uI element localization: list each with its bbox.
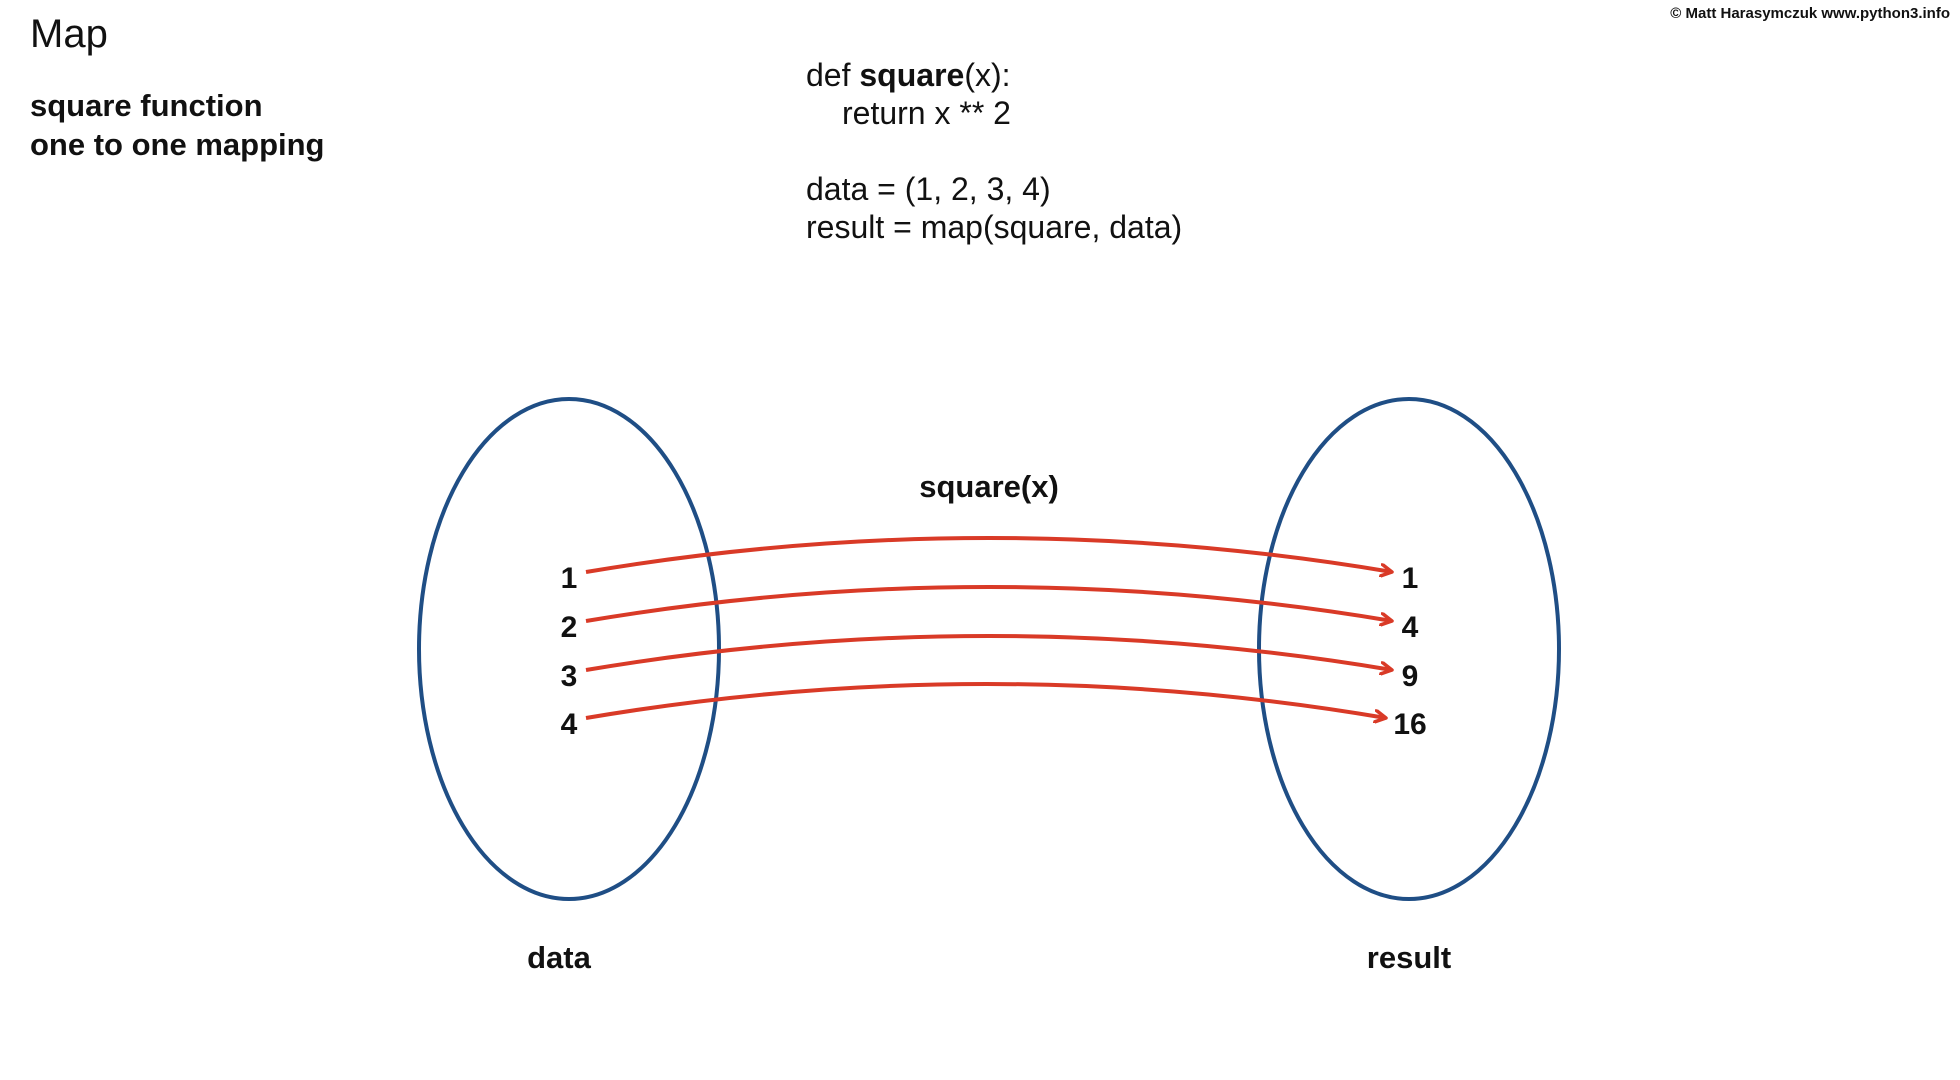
mapping-arrow	[585, 682, 1386, 718]
code-line-return: return x ** 2	[842, 95, 1011, 131]
code-line-def: def square(x):	[806, 56, 1182, 94]
subtitle: square function one to one mapping	[30, 86, 325, 164]
code-function-name: square	[859, 57, 965, 93]
mapping-arrow	[585, 536, 1392, 572]
input-set-label: data	[527, 940, 592, 975]
code-def-keyword: def	[806, 57, 860, 93]
subtitle-line-1: square function	[30, 88, 263, 123]
output-set-label: result	[1367, 940, 1451, 975]
mapping-arrow	[585, 585, 1392, 621]
code-def-params: (x):	[964, 57, 1011, 93]
output-value: 4	[1402, 611, 1419, 644]
page-title: Map	[30, 12, 108, 56]
output-value: 16	[1393, 708, 1426, 741]
input-set-ellipse	[417, 397, 721, 901]
output-set-ellipse	[1257, 397, 1561, 901]
subtitle-line-2: one to one mapping	[30, 127, 325, 162]
function-label: square(x)	[919, 469, 1059, 504]
code-block: def square(x): return x ** 2 data = (1, …	[806, 56, 1182, 246]
code-line-result: result = map(square, data)	[806, 209, 1183, 245]
code-line-data: data = (1, 2, 3, 4)	[806, 171, 1051, 207]
input-value: 4	[561, 708, 578, 741]
input-value: 3	[561, 660, 578, 693]
input-value: 2	[561, 611, 578, 644]
mapping-arrow	[585, 634, 1392, 670]
output-value: 1	[1402, 562, 1419, 595]
copyright-notice: © Matt Harasymczuk www.python3.info	[1670, 5, 1950, 22]
input-value: 1	[561, 562, 578, 595]
output-value: 9	[1402, 660, 1419, 693]
